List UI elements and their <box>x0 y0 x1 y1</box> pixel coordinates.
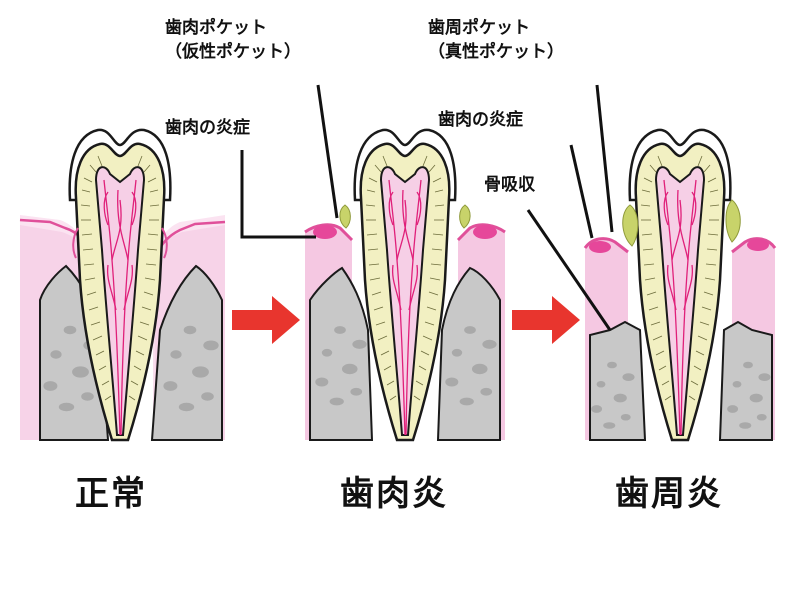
label-gingival-pocket-line2: （仮性ポケット） <box>165 42 301 62</box>
leader-bone-resorption <box>526 209 612 331</box>
label-periodontal-pocket-line2: （真性ポケット） <box>428 42 564 62</box>
stage-title-periodontitis: 歯周炎 <box>615 474 723 514</box>
panel-gingivitis <box>304 128 506 442</box>
stage-title-normal: 正常 <box>75 474 147 514</box>
leader-gingival-inflammation-2 <box>569 144 594 239</box>
label-gingival-inflammation-1: 歯肉の炎症 <box>165 118 250 138</box>
label-gingival-inflammation-2: 歯肉の炎症 <box>438 110 523 130</box>
resorbed-bone <box>589 320 647 441</box>
label-periodontal-pocket-line1: 歯周ポケット <box>428 18 530 38</box>
panel-normal <box>19 128 226 442</box>
stage-title-gingivitis: 歯肉炎 <box>340 474 448 514</box>
leader-gingival-pocket <box>316 84 339 219</box>
leader-periodontal-pocket <box>595 84 614 233</box>
label-bone-resorption: 骨吸収 <box>484 175 535 195</box>
plaque <box>339 204 351 229</box>
label-gingival-pocket-line1: 歯肉ポケット <box>165 18 267 38</box>
red-right-arrow-icon <box>512 296 580 344</box>
leader-gingival-inflammation-1 <box>240 150 316 239</box>
panel-periodontitis <box>583 128 777 442</box>
red-right-arrow-icon <box>232 296 300 344</box>
